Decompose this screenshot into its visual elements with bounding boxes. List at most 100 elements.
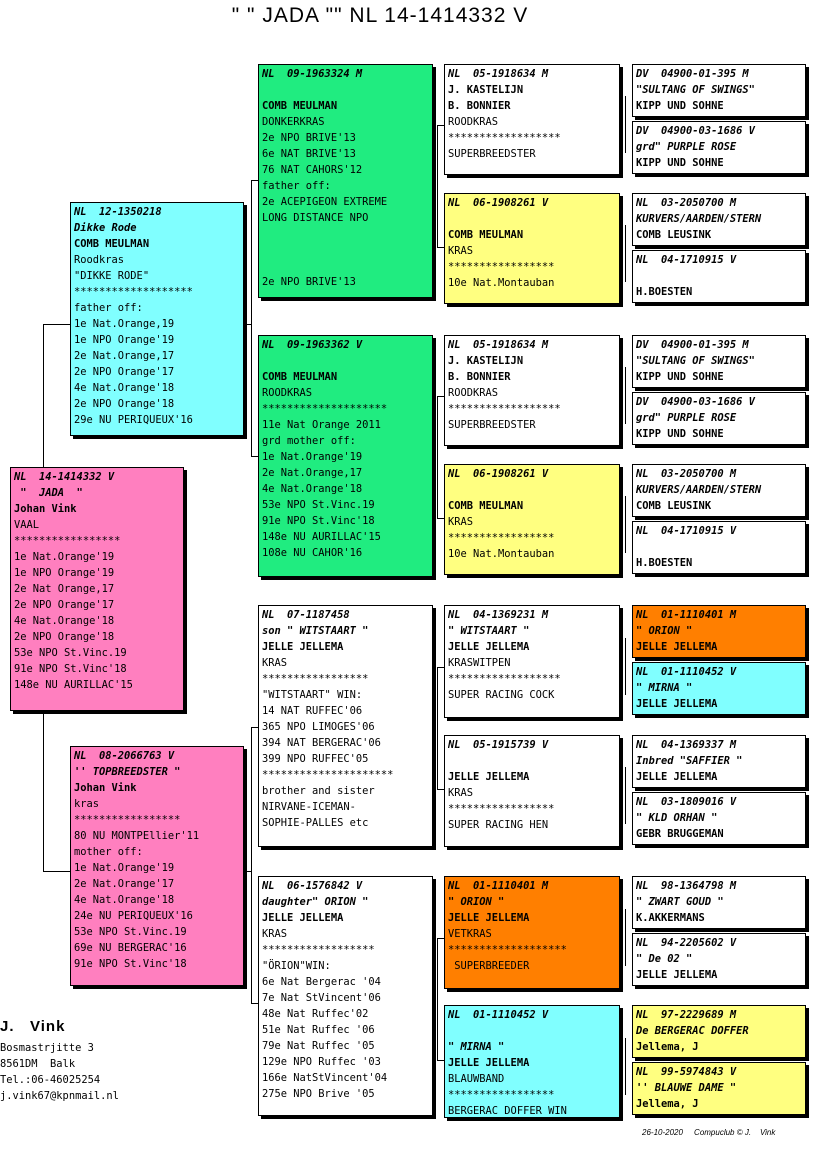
card-line: "WITSTAART" WIN: [262, 689, 363, 701]
card-line: J. KASTELIJN [448, 84, 524, 96]
card-line: 365 NPO LIMOGES'06 [262, 721, 375, 733]
ancestor-card-gen3: NL 04-1369231 M" WITSTAART "JELLE JELLEM… [444, 605, 620, 718]
card-line: BLAUWBAND [448, 1073, 505, 1085]
card-line: 1e Nat.Orange'19 [74, 862, 175, 874]
card-line: JELLE JELLEMA [262, 912, 344, 924]
owner-address: J. Vink Bosmastrjitte 3 8561DM Balk Tel.… [0, 1018, 119, 1104]
card-line: daughter" ORION " [262, 896, 369, 908]
connector-line [625, 638, 626, 695]
card-line: ******************* [74, 286, 193, 298]
card-line: 6e Nat Bergerac '04 [262, 976, 381, 988]
ancestor-card-gen4: NL 98-1364798 M" ZWART GOUD "K.AKKERMANS [632, 876, 806, 929]
card-line: ***************** [14, 535, 121, 547]
connector-line [251, 727, 252, 1003]
card-line: " MIRNA " [448, 1041, 505, 1053]
connector-line [251, 727, 258, 728]
card-line: " ORION " [636, 625, 693, 637]
card-line: KRAS [448, 245, 474, 257]
card-line: COMB MEULMAN [448, 229, 524, 241]
card-line: ROODKRAS [262, 387, 313, 399]
card-line: JELLE JELLEMA [636, 969, 718, 981]
card-line: 4e Nat.Orange'18 [262, 483, 363, 495]
card-line: Roodkras [74, 254, 125, 266]
address-phone: Tel.:06-46025254 [0, 1074, 101, 1086]
card-line: 399 NPO RUFFEC'05 [262, 753, 369, 765]
ring-number: NL 03-2050700 M [636, 197, 737, 209]
card-line: JELLE JELLEMA [448, 912, 530, 924]
card-line: 11e Nat Orange 2011 [262, 419, 381, 431]
card-line: Jellema, J [636, 1041, 699, 1053]
card-line: Johan Vink [74, 782, 137, 794]
card-line: 51e Nat Ruffec '06 [262, 1024, 375, 1036]
card-line: 91e NPO St.Vinc'18 [262, 515, 375, 527]
card-line: 1e NPO Orange'19 [14, 567, 115, 579]
card-line: " De 02 " [636, 953, 693, 965]
ring-number: NL 07-1187458 [262, 609, 350, 621]
address-email: j.vink67@kpnmail.nl [0, 1090, 119, 1102]
card-line: 1e NPO Orange'19 [74, 334, 175, 346]
card-line: 1e Nat.Orange'19 [262, 451, 363, 463]
connector-line [437, 938, 438, 1060]
card-line: ****************** [448, 403, 561, 415]
ring-number: NL 05-1918634 M [448, 68, 549, 80]
ring-number: NL 14-1414332 V [14, 471, 115, 483]
card-line: 275e NPO Brive '05 [262, 1088, 375, 1100]
card-line: COMB MEULMAN [262, 371, 338, 383]
card-line: 79e Nat Ruffec '05 [262, 1040, 375, 1052]
card-line: "SULTANG OF SWINGS" [636, 84, 755, 96]
footer-credit: 26-10-2020 Compuclub © J. Vink [642, 1128, 776, 1137]
connector-line [437, 247, 444, 248]
card-line [262, 258, 429, 274]
card-line: 80 NU MONTPEllier'11 [74, 830, 200, 842]
card-line: 10e Nat.Montauban [448, 277, 555, 289]
connector-line [251, 1003, 258, 1004]
connector-line [625, 909, 626, 966]
card-line: ********************* [262, 769, 394, 781]
card-line: JELLE JELLEMA [636, 698, 718, 710]
connector-line [437, 789, 444, 790]
ring-number: NL 01-1110452 V [448, 1009, 549, 1021]
ring-number: NL 03-1809016 V [636, 796, 737, 808]
connector-line [625, 367, 626, 424]
card-line: KRASWITPEN [448, 657, 511, 669]
card-line: VAAL [14, 519, 40, 531]
ring-number: NL 01-1110452 V [636, 666, 737, 678]
card-line: ***************** [448, 803, 555, 815]
card-line: 53e NPO St.Vinc.19 [74, 926, 187, 938]
connector-line [437, 518, 444, 519]
card-line: Dikke Rode [74, 222, 137, 234]
connector-line [251, 180, 258, 181]
card-line: son " WITSTAART " [262, 625, 369, 637]
address-city: 8561DM Balk [0, 1058, 76, 1070]
ring-number: NL 12-1350218 [74, 206, 162, 218]
card-line: 6e NAT BRIVE'13 [262, 148, 356, 160]
connector-line [437, 396, 444, 397]
ancestor-card-gen4: NL 01-1110452 V" MIRNA "JELLE JELLEMA [632, 662, 806, 715]
card-line: ***************** [448, 261, 555, 273]
page-title: " " JADA "" NL 14-1414332 V [231, 4, 529, 27]
card-line: Inbred "SAFFIER " [636, 755, 743, 767]
card-line: 4e Nat.Orange'18 [74, 382, 175, 394]
card-line: KURVERS/AARDEN/STERN [636, 213, 762, 225]
card-line: B. BONNIER [448, 100, 511, 112]
ancestor-card-gen4: DV 04900-01-395 M"SULTANG OF SWINGS"KIPP… [632, 335, 806, 388]
ring-number: NL 05-1915739 V [448, 739, 549, 751]
card-line: brother and sister [262, 785, 375, 797]
card-line [448, 1023, 616, 1039]
card-line: Johan Vink [14, 503, 77, 515]
card-line: ***************** [262, 673, 369, 685]
ring-number: NL 04-1369231 M [448, 609, 549, 621]
card-line: KRAS [262, 657, 288, 669]
card-line: JELLE JELLEMA [448, 641, 530, 653]
address-street: Bosmastrjitte 3 [0, 1042, 94, 1054]
ring-number: NL 01-1110401 M [636, 609, 737, 621]
